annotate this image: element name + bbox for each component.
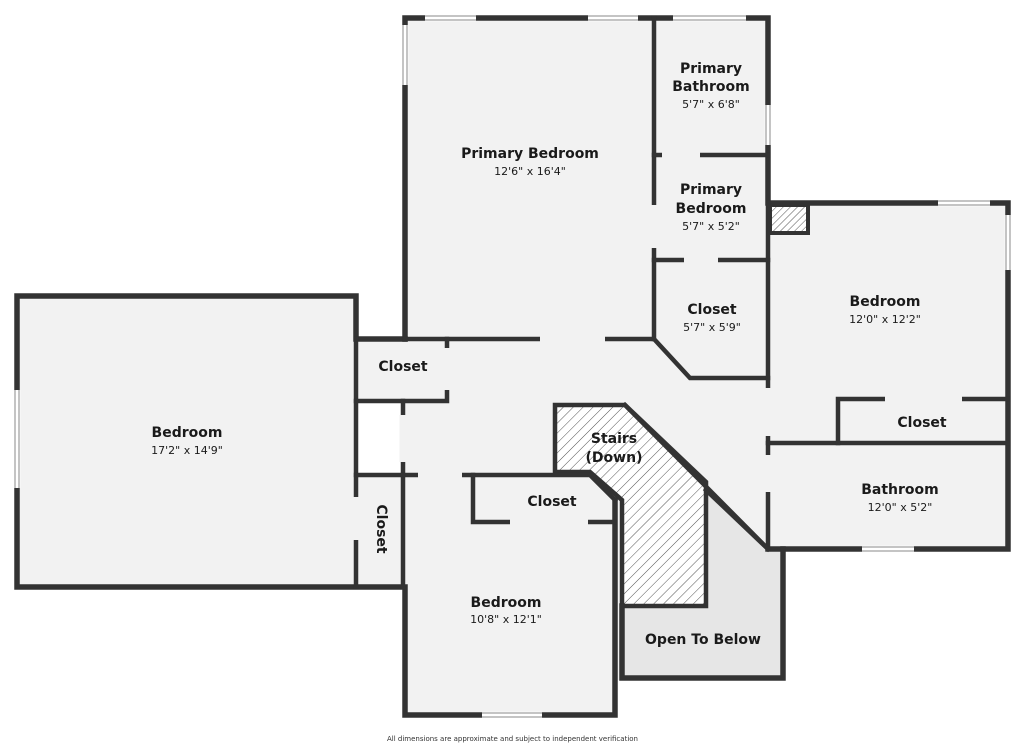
window — [425, 14, 476, 22]
open-to-below-floor — [622, 490, 783, 678]
window — [764, 105, 772, 145]
disclaimer-text: All dimensions are approximate and subje… — [387, 735, 638, 743]
stairs-name-2: (Down) — [586, 450, 643, 466]
closet-right-name: Closet — [897, 415, 947, 431]
primary-bathroom-floor — [654, 18, 768, 155]
closet-primary-floor — [654, 260, 768, 380]
window — [588, 14, 638, 22]
bathroom-dims: 12'0" x 5'2" — [868, 501, 933, 514]
window — [401, 25, 409, 85]
bedroom-right-floor — [768, 203, 1008, 443]
window — [13, 390, 21, 488]
open-to-below-name: Open To Below — [645, 632, 761, 648]
bedroom-bottom-dims: 10'8" x 12'1" — [470, 613, 542, 626]
windows — [13, 14, 1012, 719]
bedroom-left-dims: 17'2" x 14'9" — [151, 444, 223, 457]
primary-bedroom-floor — [405, 18, 654, 339]
room-labels: Primary Bedroom 12'6" x 16'4" Primary Ba… — [151, 61, 947, 648]
primary-bathroom-name-1: Primary — [680, 61, 742, 77]
bathroom-floor — [768, 443, 1008, 549]
floor-fills — [17, 18, 1008, 715]
stairs-name-1: Stairs — [591, 431, 637, 447]
bathroom-name: Bathroom — [861, 482, 939, 498]
closet-left-top-floor — [356, 339, 447, 401]
closet-bottom-floor — [473, 475, 615, 522]
bedroom-right-dims: 12'0" x 12'2" — [849, 313, 921, 326]
window — [1004, 215, 1012, 270]
primary-bedroom-small-dims: 5'7" x 5'2" — [682, 220, 740, 233]
bedroom-right-name: Bedroom — [850, 294, 921, 310]
chimney-hatch — [768, 203, 810, 235]
bedroom-left-name: Bedroom — [152, 425, 223, 441]
primary-bedroom-dims: 12'6" x 16'4" — [494, 165, 566, 178]
primary-bedroom-small-floor — [654, 155, 768, 260]
closet-primary-name: Closet — [687, 302, 737, 318]
primary-bedroom-name: Primary Bedroom — [461, 146, 599, 162]
bedroom-bottom-name: Bedroom — [471, 595, 542, 611]
primary-bathroom-name-2: Bathroom — [672, 79, 750, 95]
door-openings — [352, 151, 962, 540]
closet-left-vertical-name: Closet — [373, 504, 389, 554]
closet-left-vertical-floor — [356, 475, 403, 587]
window — [862, 545, 914, 553]
bedroom-left-floor — [17, 296, 356, 587]
primary-bathroom-dims: 5'7" x 6'8" — [682, 98, 740, 111]
closet-left-top-name: Closet — [378, 359, 428, 375]
window — [938, 199, 990, 207]
window — [673, 14, 746, 22]
primary-bedroom-small-name-1: Primary — [680, 182, 742, 198]
closet-bottom-name: Closet — [527, 494, 577, 510]
window — [482, 711, 542, 719]
closet-primary-dims: 5'7" x 5'9" — [683, 321, 741, 334]
primary-bedroom-small-name-2: Bedroom — [676, 201, 747, 217]
